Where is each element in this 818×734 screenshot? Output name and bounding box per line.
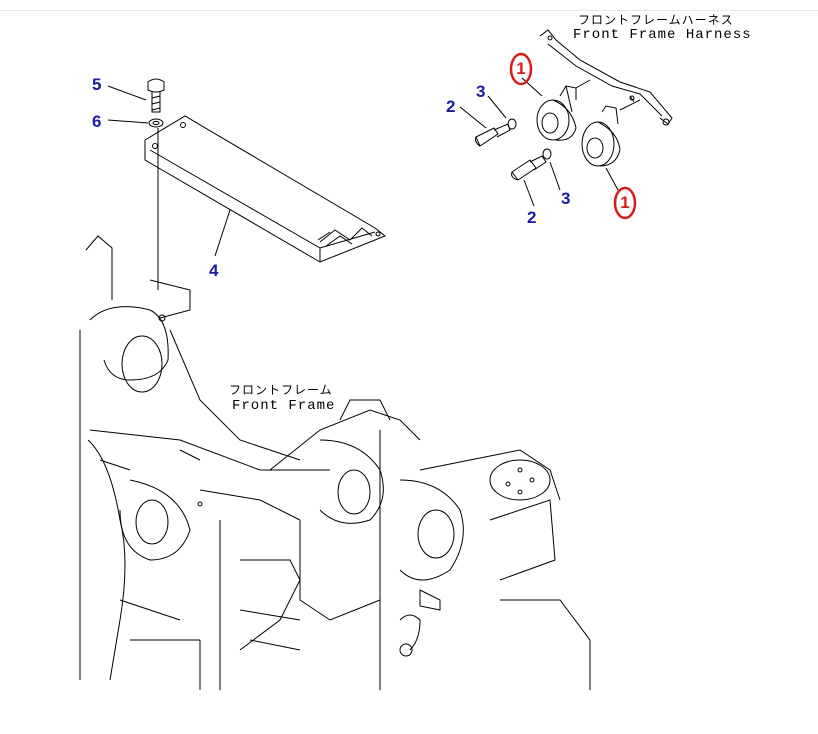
harness-label-en: Front Frame Harness — [573, 27, 752, 43]
washer-6 — [148, 118, 164, 128]
cover-plate — [144, 115, 386, 263]
callout-1-upper: 1 — [516, 59, 526, 78]
callout-2-upper: 2 — [446, 97, 456, 116]
red-ring-1-lower — [613, 186, 637, 220]
horn-upper — [536, 85, 577, 141]
harness-label-jp: フロントフレームハーネス — [578, 14, 734, 28]
frame-label-en: Front Frame — [232, 398, 336, 414]
frame-label-jp: フロントフレーム — [229, 384, 333, 398]
top-divider — [0, 10, 818, 11]
bolt-2-lower — [511, 155, 547, 181]
horn-lower — [581, 105, 621, 167]
callout-3-upper: 3 — [476, 82, 486, 101]
washer-3-upper — [507, 118, 517, 130]
harness-wire — [539, 29, 673, 126]
callout-1-lower: 1 — [620, 193, 630, 212]
callout-4: 4 — [209, 261, 219, 280]
red-ring-1-upper — [509, 52, 533, 86]
callout-3-lower: 3 — [561, 189, 571, 208]
callout-6: 6 — [92, 112, 102, 131]
leader-lines — [107, 77, 619, 290]
callout-5: 5 — [92, 75, 102, 94]
bolt-5 — [147, 78, 165, 113]
washer-3-lower — [542, 148, 552, 160]
callout-2-lower: 2 — [527, 208, 537, 227]
front-frame — [79, 235, 591, 690]
